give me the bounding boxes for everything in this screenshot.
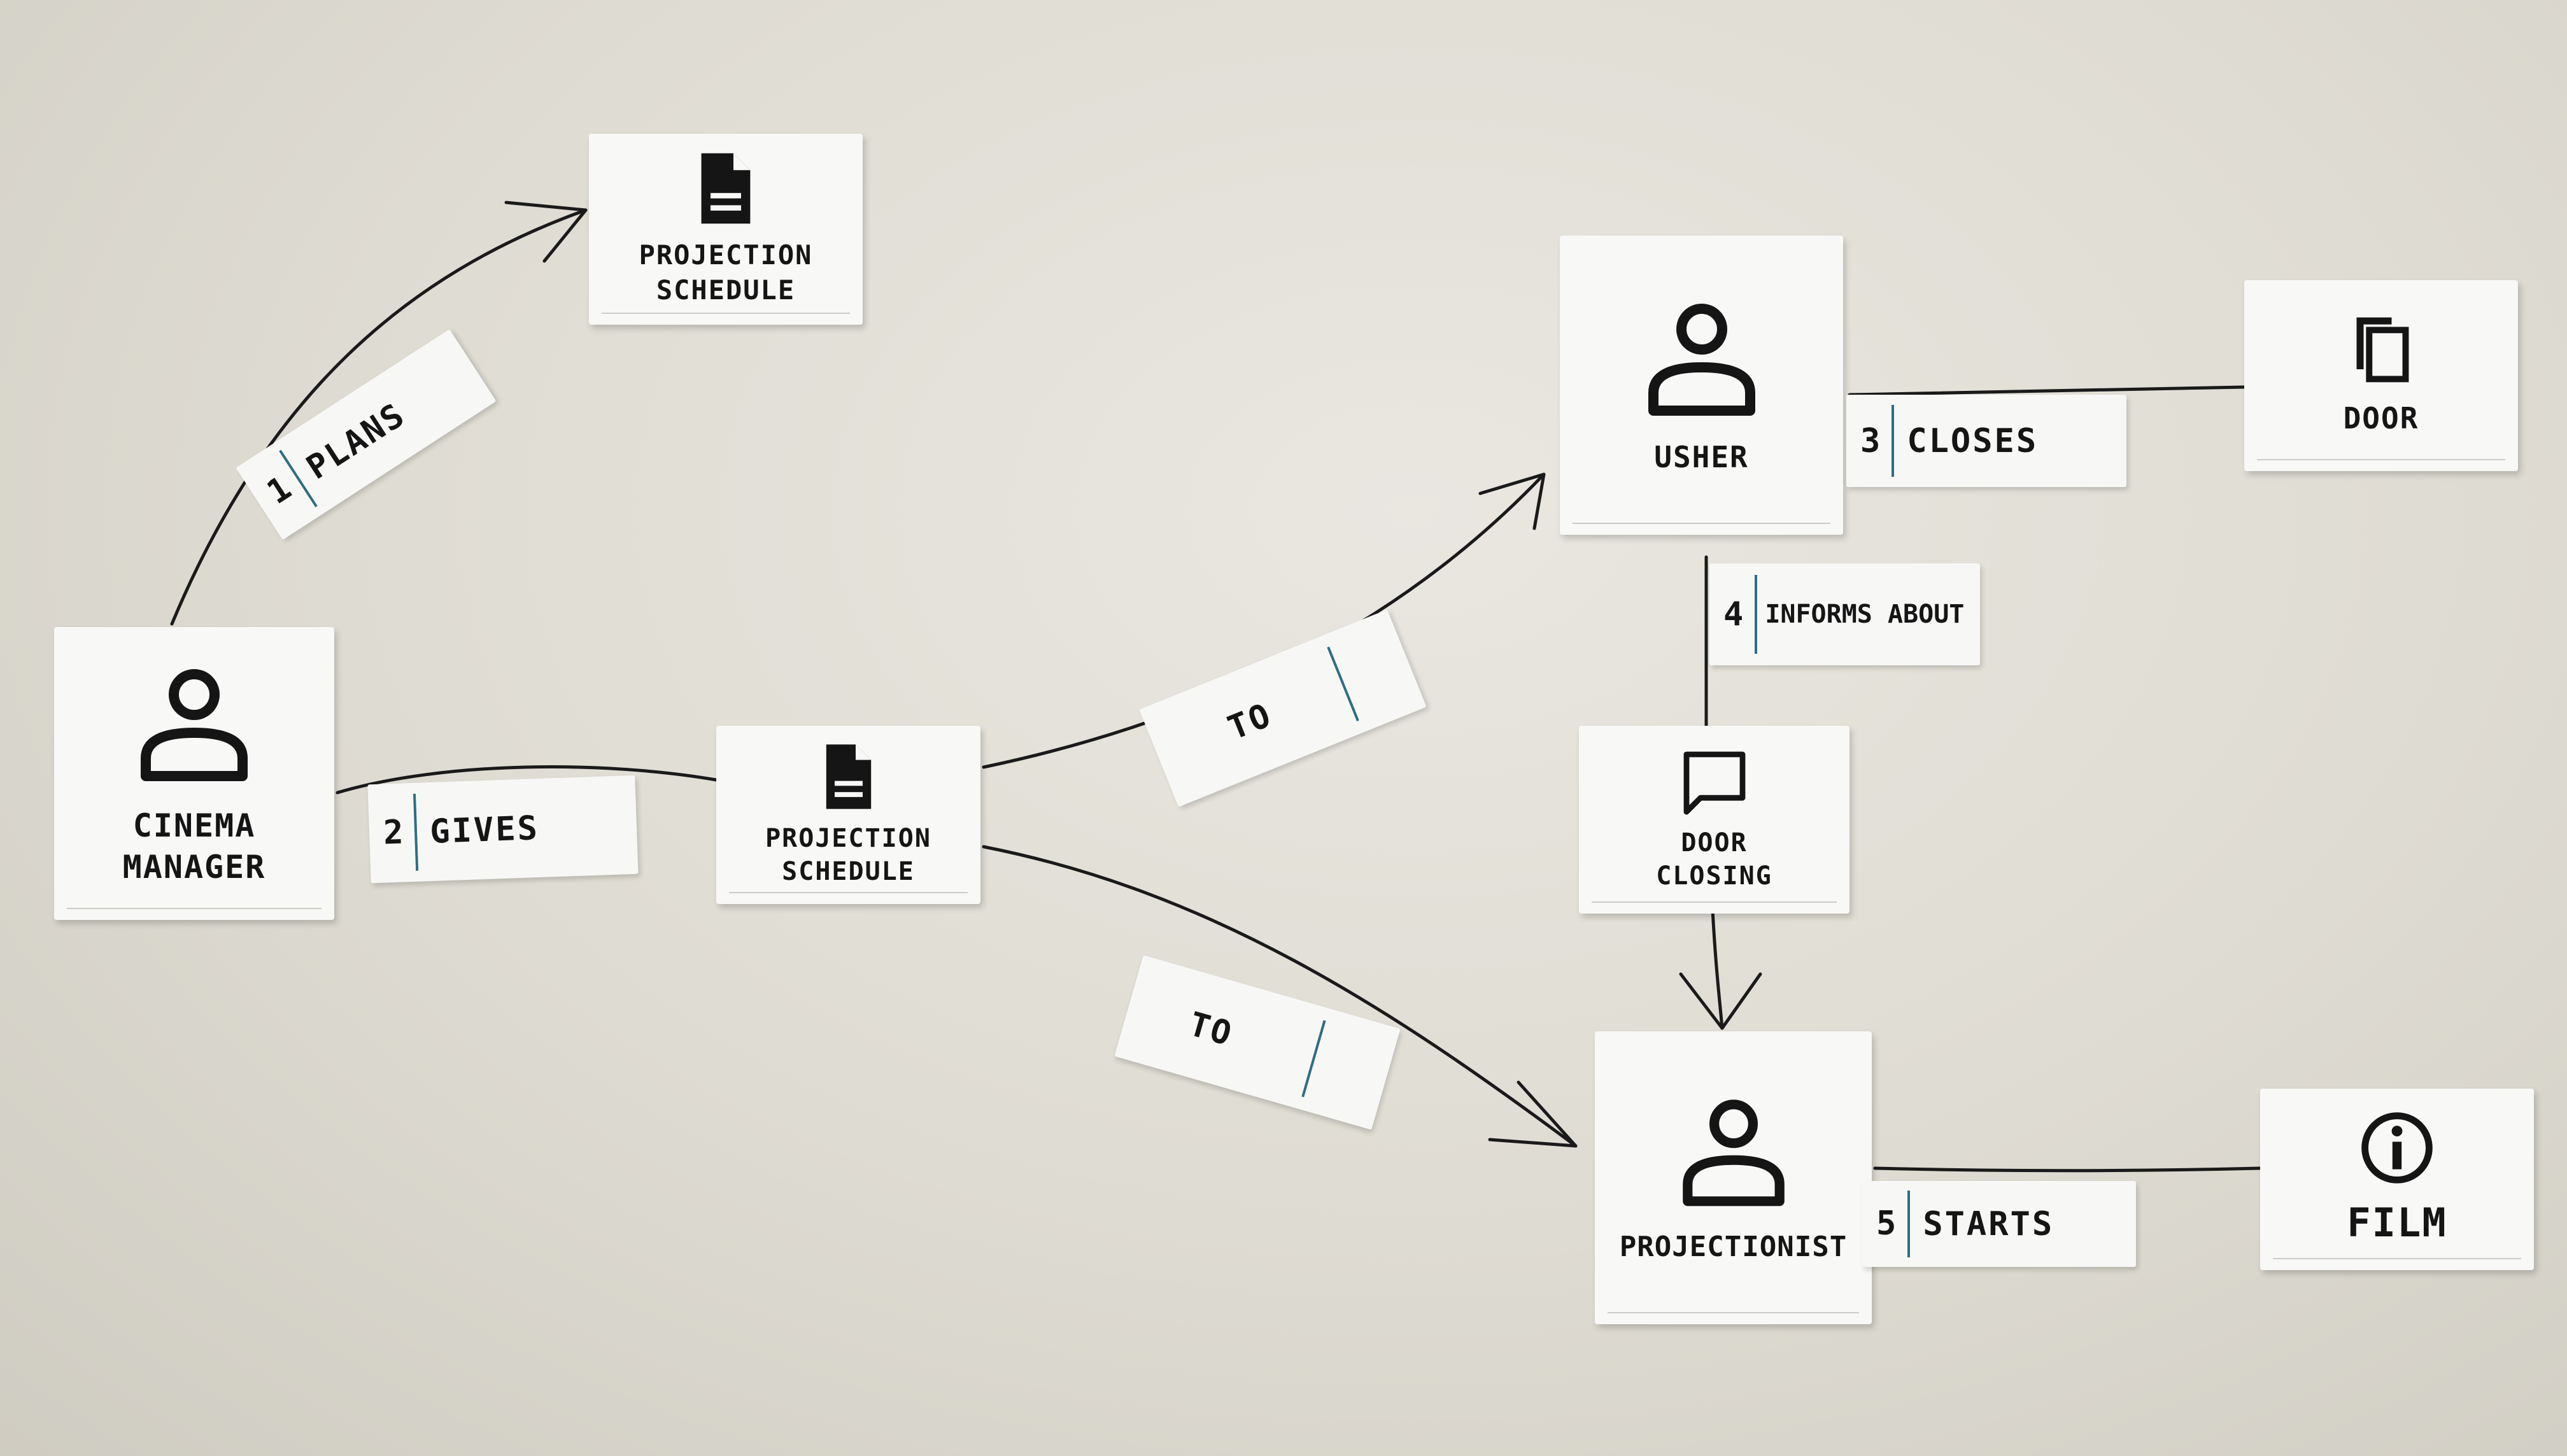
edge-verb: TO (1222, 695, 1278, 748)
edge-number: 2 (368, 793, 419, 873)
edge-verb: TO (1184, 1005, 1238, 1054)
speech-bubble-icon (1683, 751, 1745, 815)
edge-verb: INFORMS ABOUT (1765, 600, 1965, 629)
node-projection-schedule-mid: PROJECTION SCHEDULE (716, 726, 980, 904)
edge-tag-starts: 5 STARTS (1862, 1181, 2136, 1267)
edge-verb: GIVES (429, 809, 540, 851)
edge-tag-closes: 3 CLOSES (1846, 395, 2126, 487)
arrow-plans (170, 208, 588, 626)
edge-verb: STARTS (1923, 1205, 2054, 1243)
node-projectionist: PROJECTIONIST (1595, 1031, 1872, 1324)
info-icon (2361, 1112, 2433, 1184)
arrow-door-closing (1711, 908, 1724, 1030)
arrowhead-door-closing (1679, 972, 1762, 1030)
copy-icon (2356, 317, 2409, 383)
node-label: USHER (1654, 440, 1749, 475)
node-projection-schedule-top: PROJECTION SCHEDULE (589, 134, 863, 325)
arrow-to-projectionist (982, 845, 1578, 1148)
node-label: FILM (2347, 1199, 2447, 1247)
document-icon (826, 744, 871, 809)
node-label: PROJECTION SCHEDULE (639, 239, 813, 306)
line-gives (336, 765, 718, 795)
node-label: PROJECTIONIST (1619, 1231, 1848, 1264)
node-label: PROJECTION SCHEDULE (765, 824, 931, 886)
node-usher: USHER (1560, 236, 1843, 535)
node-label: DOOR CLOSING (1656, 828, 1772, 891)
person-icon (1682, 1099, 1785, 1206)
document-icon (701, 153, 751, 224)
edge-number: 5 (1862, 1190, 1911, 1258)
line-closes (1848, 385, 2246, 397)
person-icon (1648, 304, 1755, 416)
node-door-closing: DOOR CLOSING (1579, 726, 1849, 914)
edge-verb: CLOSES (1907, 421, 2039, 460)
edge-number: 3 (1846, 404, 1895, 477)
arrowhead-to-usher (1478, 472, 1546, 530)
arrowhead-plans (504, 201, 588, 263)
node-label: CINEMA MANAGER (122, 807, 266, 886)
arrowhead-to-projectionist (1488, 1080, 1578, 1148)
edge-tag-gives: 2 GIVES (367, 775, 639, 884)
person-icon (141, 669, 248, 781)
line-starts (1873, 1166, 2262, 1173)
node-label: DOOR (2343, 401, 2419, 436)
node-film: FILM (2260, 1089, 2534, 1270)
node-cinema-manager: CINEMA MANAGER (54, 627, 334, 920)
edge-number: 4 (1709, 574, 1758, 654)
node-door: DOOR (2244, 280, 2518, 471)
edge-tag-informs: 4 INFORMS ABOUT (1709, 563, 1980, 665)
